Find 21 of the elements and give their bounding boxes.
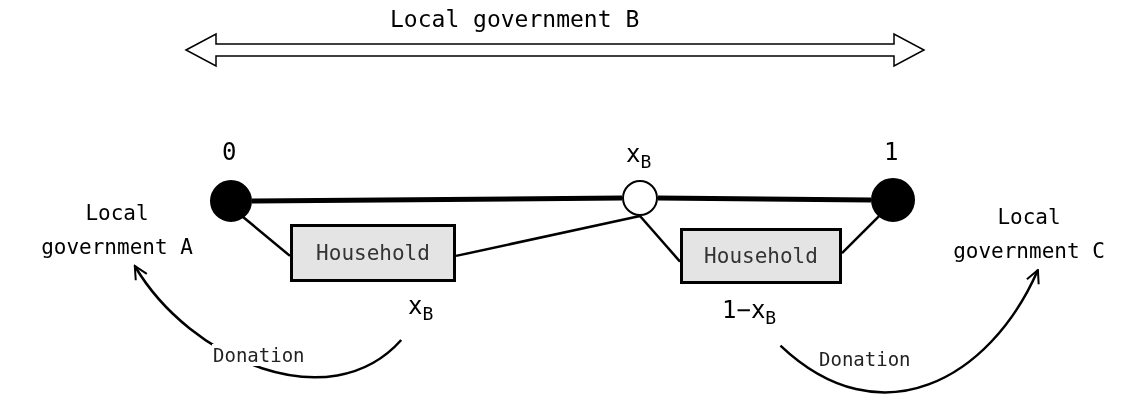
variable-label: 1−x$_{B}$: [722, 296, 777, 328]
node-text: Local government A: [28, 196, 206, 266]
point-marker: [871, 178, 915, 222]
variable-label: x$_{B}$: [408, 292, 434, 324]
variable-label: x$_{B}$: [626, 140, 652, 172]
point-marker: [210, 180, 252, 222]
variable-label: 0: [222, 138, 237, 166]
variable-label: 1: [884, 138, 899, 166]
span-label: Local government B: [390, 6, 640, 32]
point-marker: [622, 180, 658, 216]
household-box: Household: [680, 228, 842, 284]
household-box: Household: [290, 224, 456, 282]
curved-arrow: [779, 269, 1039, 394]
connector-line: [240, 214, 291, 257]
connector-line: [841, 214, 881, 255]
edge-label: Donation: [212, 344, 306, 366]
node-text: Local government C: [940, 200, 1118, 270]
connector-line: [455, 214, 641, 258]
connector-line: [639, 215, 681, 263]
connector-line: [657, 195, 872, 203]
connector-line: [252, 195, 622, 204]
